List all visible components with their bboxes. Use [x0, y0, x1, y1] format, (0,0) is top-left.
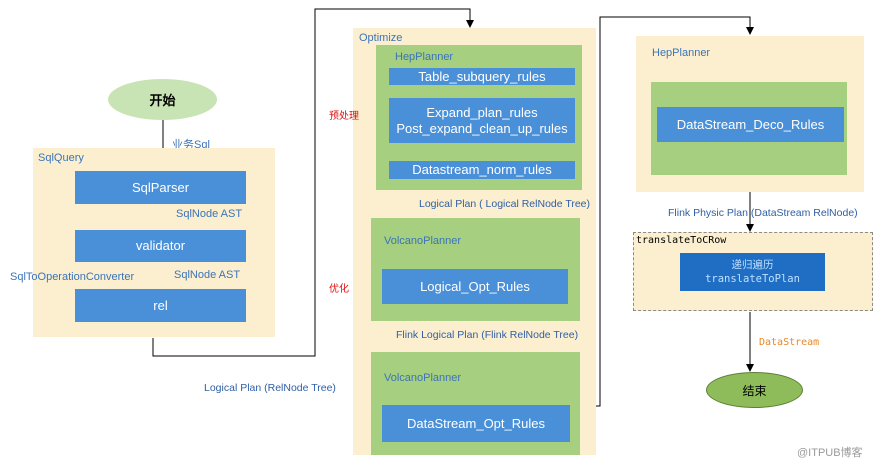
rule-datastream-deco: DataStream_Deco_Rules [657, 107, 844, 142]
label-datastream: DataStream [759, 337, 820, 348]
label-preprocess: 预处理 [329, 111, 359, 122]
label-sql-to-operation: SqlToOperationConverter [10, 271, 135, 283]
label-flink-physic-plan: Flink Physic Plan (DataStream RelNode) [668, 207, 858, 219]
label-sqlnode-ast-2: SqlNode AST [174, 269, 241, 281]
watermark: @ITPUB博客 [797, 447, 863, 459]
translate-line2: translateToPlan [705, 273, 800, 285]
start-label: 开始 [149, 93, 176, 108]
label-logical-plan-relnode: Logical Plan (RelNode Tree) [204, 382, 336, 394]
translate-box: 递归遍历 translateToPlan [680, 253, 825, 291]
translate-title: translateToCRow [636, 235, 727, 246]
volcano-planner-2-title: VolcanoPlanner [384, 372, 462, 384]
rel-box: rel [75, 289, 246, 322]
validator-box: validator [75, 230, 246, 262]
label-optimize-cn: 优化 [329, 284, 349, 295]
arrow-rel-to-optimize [152, 8, 474, 357]
rule-logical-opt: Logical_Opt_Rules [382, 269, 568, 304]
rule-datastream-norm: Datastream_norm_rules [389, 161, 575, 179]
label-sqlnode-ast-1: SqlNode AST [176, 208, 243, 220]
start-node: 开始 [108, 79, 217, 120]
end-label: 结束 [742, 383, 767, 398]
label-flink-logical-plan: Flink Logical Plan (Flink RelNode Tree) [396, 329, 579, 341]
end-node: 结束 [706, 372, 803, 408]
label-logical-plan-logical: Logical Plan ( Logical RelNode Tree) [419, 198, 591, 210]
volcano-planner-1-title: VolcanoPlanner [384, 235, 462, 247]
sqlquery-title: SqlQuery [38, 152, 84, 164]
hep-planner-title: HepPlanner [395, 51, 454, 63]
sqlparser-box: SqlParser [75, 171, 246, 204]
rule-table-subquery: Table_subquery_rules [389, 68, 575, 85]
right-hep-title: HepPlanner [652, 47, 711, 59]
translate-line1: 递归遍历 [731, 259, 774, 271]
rule-expand-plan-line1: Expand_plan_rules [426, 104, 538, 120]
rule-expand-plan: Expand_plan_rules Post_expand_clean_up_r… [389, 98, 575, 143]
optimize-title: Optimize [359, 32, 403, 44]
rule-expand-plan-line2: Post_expand_clean_up_rules [396, 120, 568, 136]
rule-datastream-opt: DataStream_Opt_Rules [382, 405, 570, 442]
